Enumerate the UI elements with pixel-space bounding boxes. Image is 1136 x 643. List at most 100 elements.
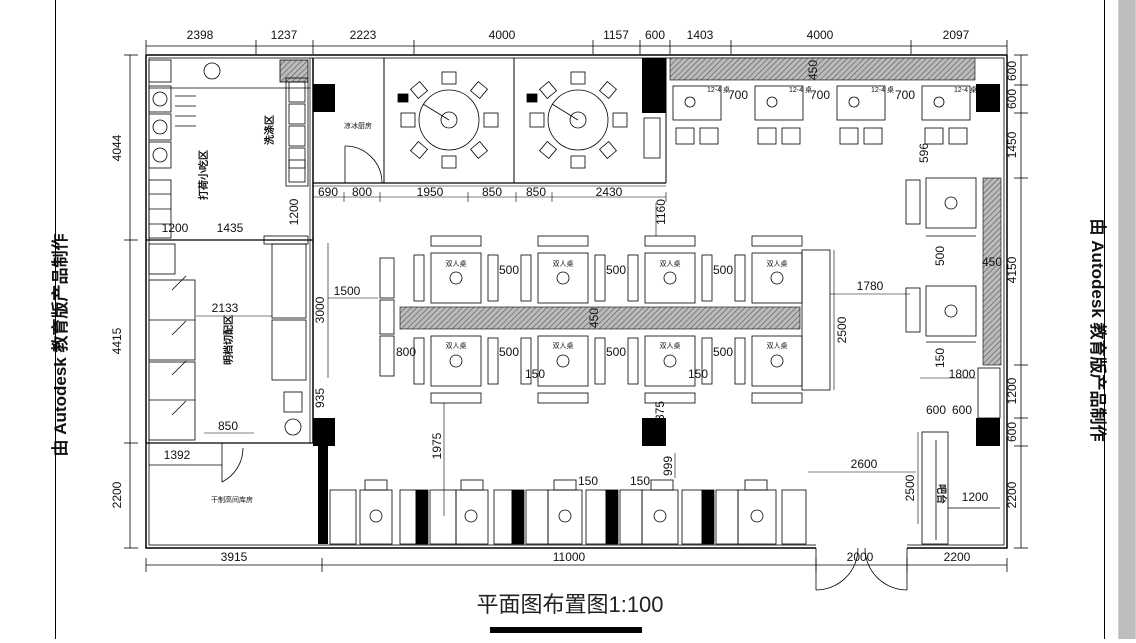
dim-top-7: 4000 [807,28,834,42]
right-dimension-chain [1014,54,1028,549]
watermark-right: 由 Autodesk 教育版产品制作 [1088,219,1108,442]
dim-2133: 2133 [212,301,239,315]
dim-top-5: 600 [645,28,665,42]
dim-150-d: 150 [578,474,598,488]
snack-area [148,59,221,239]
dim-600-a: 600 [926,403,946,417]
dim-row2-4: 850 [526,185,546,199]
dim-row2-5: 2430 [596,185,623,199]
cold-kitchen-door[interactable] [344,145,383,184]
drawing-title: 平面图布置图1:100 [476,592,663,617]
watermark-left: 由 Autodesk 教育版产品制作 [50,234,70,457]
dim-gap-top-1: 500 [606,263,626,277]
dim-top-6: 1403 [687,28,714,42]
dim-1435: 1435 [217,221,244,235]
table-label-tr-2: 12-4 桌 [789,85,812,94]
private-room-2 [526,71,661,169]
dim-row2-0: 690 [318,185,338,199]
dim-top-0: 2398 [187,28,214,42]
dim-gap-top-0: 500 [499,263,519,277]
dim-1500: 1500 [334,284,361,298]
dim-top-8: 2097 [943,28,970,42]
private-room-1 [397,71,499,169]
dim-150-c: 150 [933,348,947,368]
dim-500-right: 500 [933,246,947,266]
dim-999: 999 [661,456,675,476]
dim-375: 375 [653,401,667,421]
table-label-c1: 双人桌 [446,259,467,268]
table-label-tr-4: 12-4 桌 [954,85,977,94]
room-prep: 明档切配区 [222,315,235,365]
dim-row2-2: 1950 [417,185,444,199]
dim-2600: 2600 [851,457,878,471]
dim-left-0: 4044 [110,134,124,161]
dim-right-3: 4150 [1005,256,1019,283]
dim-3000: 3000 [313,296,327,323]
dim-tables-top-1: 700 [810,88,830,102]
dim-1200-b: 1200 [287,198,301,225]
central-dimension-lines [327,203,976,524]
scrollbar-thumb[interactable] [1119,0,1135,639]
dim-right-4: 1200 [1005,377,1019,404]
top-right-tables [672,85,971,145]
table-label-c2: 双人桌 [553,259,574,268]
room-snack: 打荷小吃区 [197,150,210,200]
dim-gap-bot-2: 500 [713,345,733,359]
central-tables-top [413,235,803,304]
table-label-tr-3: 12-4 桌 [871,85,894,94]
hatch-top [669,57,976,81]
dim-top-1: 1237 [271,28,298,42]
dim-hatch-right: 450 [982,255,1002,269]
dim-1800: 1800 [949,367,976,381]
dim-1160: 1160 [654,199,668,225]
table-label-c3: 双人桌 [660,259,681,268]
dim-tables-top-0: 700 [728,88,748,102]
structural-columns [313,58,1000,544]
dim-800: 800 [396,345,416,359]
dim-top-3: 4000 [489,28,516,42]
dim-right-6: 2200 [1005,481,1019,508]
dim-right-2: 1450 [1005,131,1019,158]
dim-top-4: 1157 [603,28,629,42]
table-label-c4: 双人桌 [767,259,788,268]
table-label-c5: 双人桌 [446,341,467,350]
hatch-center [399,306,801,330]
vertical-scrollbar[interactable] [1118,0,1136,639]
dim-top-2: 2223 [350,28,377,42]
left-dimension-chain [124,54,138,549]
dim-2500-b: 2500 [903,474,917,501]
table-label-tr-1: 12-4 桌 [707,85,730,94]
dim-tables-top-2: 700 [895,88,915,102]
dim-150-b: 150 [688,367,708,381]
top-dimension-chain [145,40,1008,54]
top-dimension-labels: 2398 1237 2223 4000 1157 600 1403 4000 2… [187,28,970,42]
central-tables-bottom [379,249,831,404]
row2-dimension-chain [312,192,667,202]
room-cold: 凉冰厨房 [344,121,372,130]
dim-596: 596 [917,143,931,163]
right-side-tables [905,177,977,343]
dim-1780: 1780 [857,279,884,293]
dim-1200-a: 1200 [162,221,189,235]
table-label-c8: 双人桌 [767,341,788,350]
dim-hatch-center: 450 [587,308,601,328]
dim-right-1: 600 [1005,89,1019,109]
dim-hatch-top: 450 [806,60,820,80]
prep-area [148,235,309,441]
dim-2500-a: 2500 [835,316,849,343]
bar-counter [921,367,1001,545]
dim-935: 935 [313,388,327,408]
bottom-booths [329,479,807,545]
dim-gap-bot-0: 500 [499,345,519,359]
table-label-c7: 双人桌 [660,341,681,350]
dim-right-0: 600 [1005,61,1019,81]
dim-right-5: 600 [1005,422,1019,442]
entrance-doors[interactable] [815,547,908,591]
title-underline [490,627,642,633]
dim-150-e: 150 [630,474,650,488]
wash-area [279,59,309,187]
dim-850: 850 [218,419,238,433]
dim-row2-3: 850 [482,185,502,199]
